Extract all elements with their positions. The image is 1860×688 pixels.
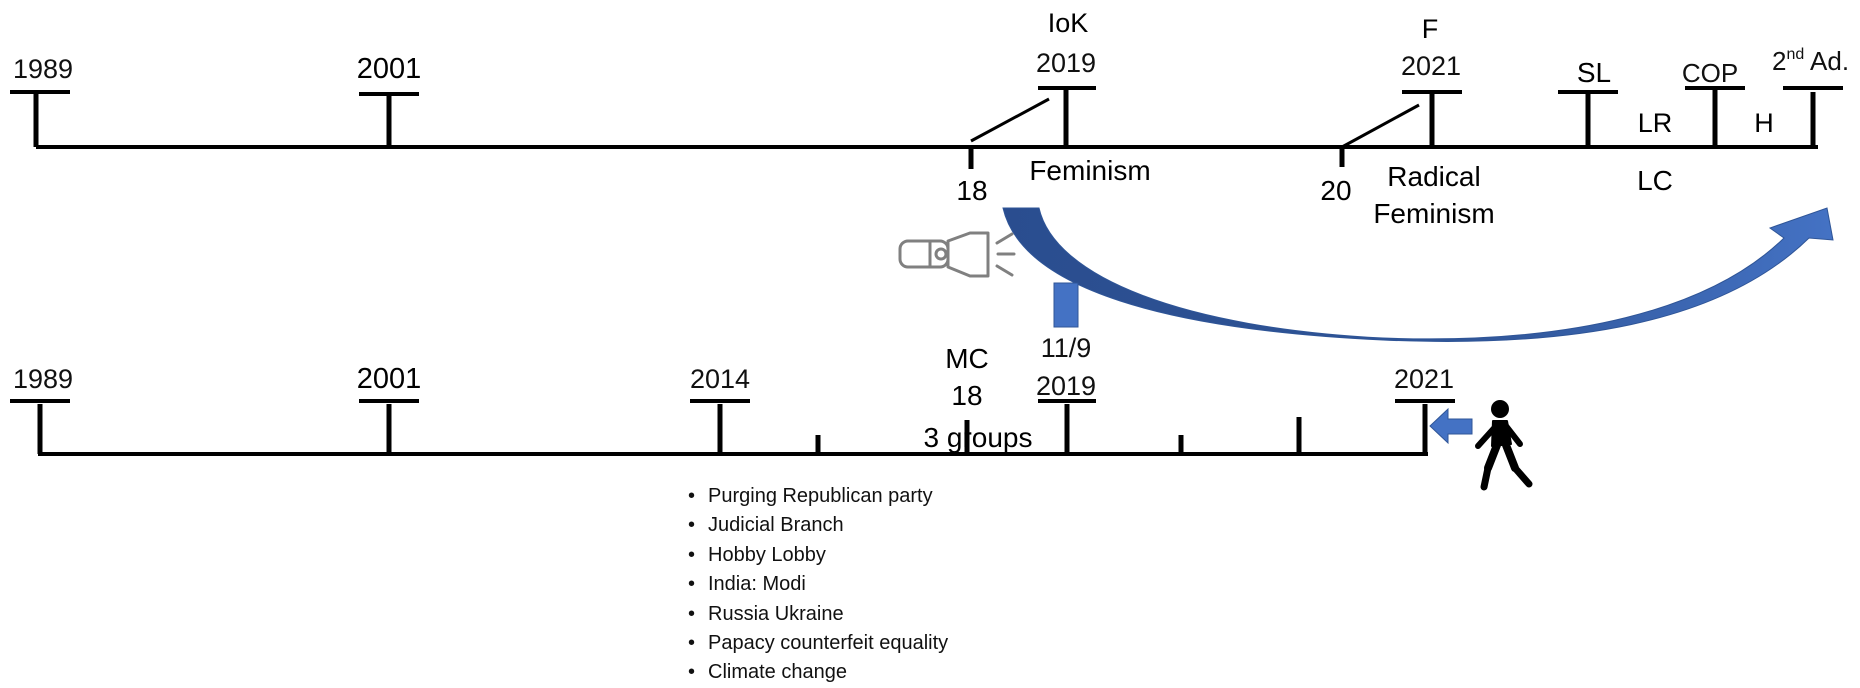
label-mc-18: 18	[951, 380, 982, 411]
label-18: 18	[956, 175, 987, 206]
label-iok: IoK	[1048, 8, 1089, 38]
label-lc: LC	[1637, 165, 1673, 196]
marker-11-9	[1053, 282, 1079, 328]
label-feminism: Feminism	[1029, 155, 1150, 186]
list-item: Judicial Branch	[688, 511, 948, 540]
label-3-groups: 3 groups	[924, 422, 1033, 453]
label-2nd-ad-sup: nd	[1786, 46, 1804, 63]
list-item: Hobby Lobby	[688, 541, 948, 570]
bottom-timeline	[10, 399, 1455, 456]
top-timeline	[10, 86, 1843, 169]
connector-18-2019	[970, 97, 1050, 143]
bottom-year-2021: 2021	[1394, 364, 1454, 394]
label-f: F	[1422, 14, 1439, 44]
list-item: Russia Ukraine	[688, 600, 948, 629]
label-20: 20	[1320, 175, 1351, 206]
bottom-date-11-9: 11/9	[1041, 333, 1092, 363]
label-2nd-ad-rest: Ad.	[1804, 46, 1849, 76]
top-year-2021: 2021	[1401, 51, 1461, 81]
top-year-2001: 2001	[357, 53, 422, 85]
walking-person-icon	[1475, 400, 1533, 491]
top-year-1989: 1989	[13, 54, 73, 84]
events-list: Purging Republican party Judicial Branch…	[688, 482, 948, 688]
label-2nd-ad: 2nd Ad.	[1772, 46, 1849, 76]
bottom-year-2014: 2014	[690, 364, 750, 394]
top-year-2019: 2019	[1036, 48, 1096, 78]
label-lr: LR	[1638, 108, 1673, 138]
curved-arrow	[1002, 207, 1834, 342]
bottom-year-2001: 2001	[357, 363, 422, 395]
list-item: India: Modi	[688, 570, 948, 599]
label-h: H	[1754, 108, 1774, 138]
bottom-year-2019: 2019	[1036, 371, 1096, 401]
left-arrow-icon	[1429, 407, 1473, 445]
connector-20-2021	[1341, 103, 1420, 149]
label-radical-feminism: Feminism	[1373, 198, 1494, 229]
label-cop: COP	[1682, 58, 1738, 88]
label-radical: Radical	[1387, 161, 1480, 192]
bottom-year-1989: 1989	[13, 364, 73, 394]
label-mc: MC	[945, 343, 989, 374]
label-2nd-ad-num: 2	[1772, 46, 1786, 76]
list-item: Climate change	[688, 658, 948, 687]
list-item: Purging Republican party	[688, 482, 948, 511]
flashlight-icon	[898, 231, 1016, 278]
list-item: Papacy counterfeit equality	[688, 629, 948, 658]
label-sl: SL	[1577, 57, 1611, 88]
